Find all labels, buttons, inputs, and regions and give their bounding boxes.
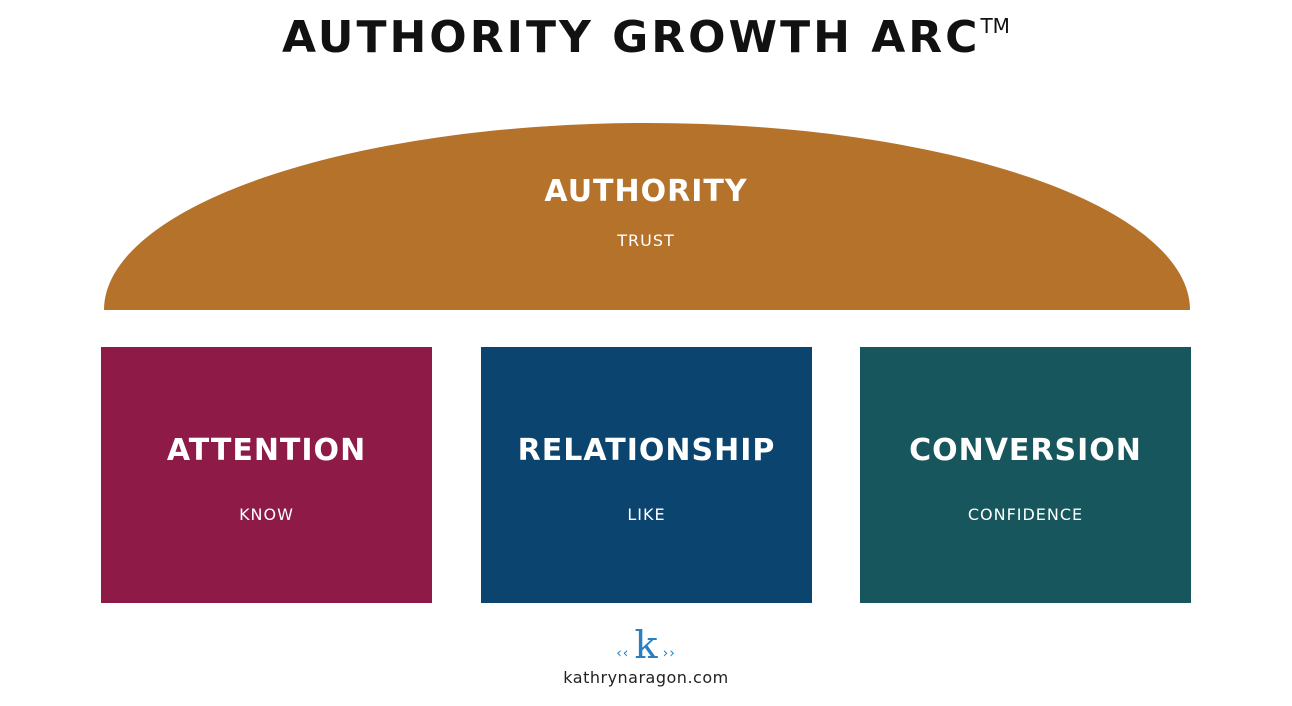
box-sublabel: LIKE: [627, 505, 666, 524]
relationship-box: RELATIONSHIP LIKE: [481, 347, 812, 603]
diagram-title: AUTHORITY GROWTH ARCTM: [0, 12, 1292, 63]
box-label: ATTENTION: [166, 433, 367, 468]
authority-arc-shape: [104, 123, 1190, 310]
website-text: kathrynaragon.com: [563, 668, 729, 687]
trademark-mark: TM: [980, 14, 1010, 38]
box-sublabel: CONFIDENCE: [967, 505, 1084, 524]
attention-box: ATTENTION KNOW: [101, 347, 432, 603]
right-ornament-icon: ››: [662, 645, 676, 662]
box-label: RELATIONSHIP: [517, 433, 776, 468]
conversion-box: CONVERSION CONFIDENCE: [860, 347, 1191, 603]
brand-logo: ‹‹ k ›› kathrynaragon.com: [0, 626, 1292, 687]
k-monogram-icon: k: [634, 623, 658, 667]
authority-label: AUTHORITY: [544, 174, 748, 209]
box-label: CONVERSION: [909, 433, 1142, 468]
box-sublabel: KNOW: [239, 505, 294, 524]
left-ornament-icon: ‹‹: [616, 645, 630, 662]
trust-label: TRUST: [617, 231, 675, 250]
title-text: AUTHORITY GROWTH ARC: [282, 12, 981, 63]
